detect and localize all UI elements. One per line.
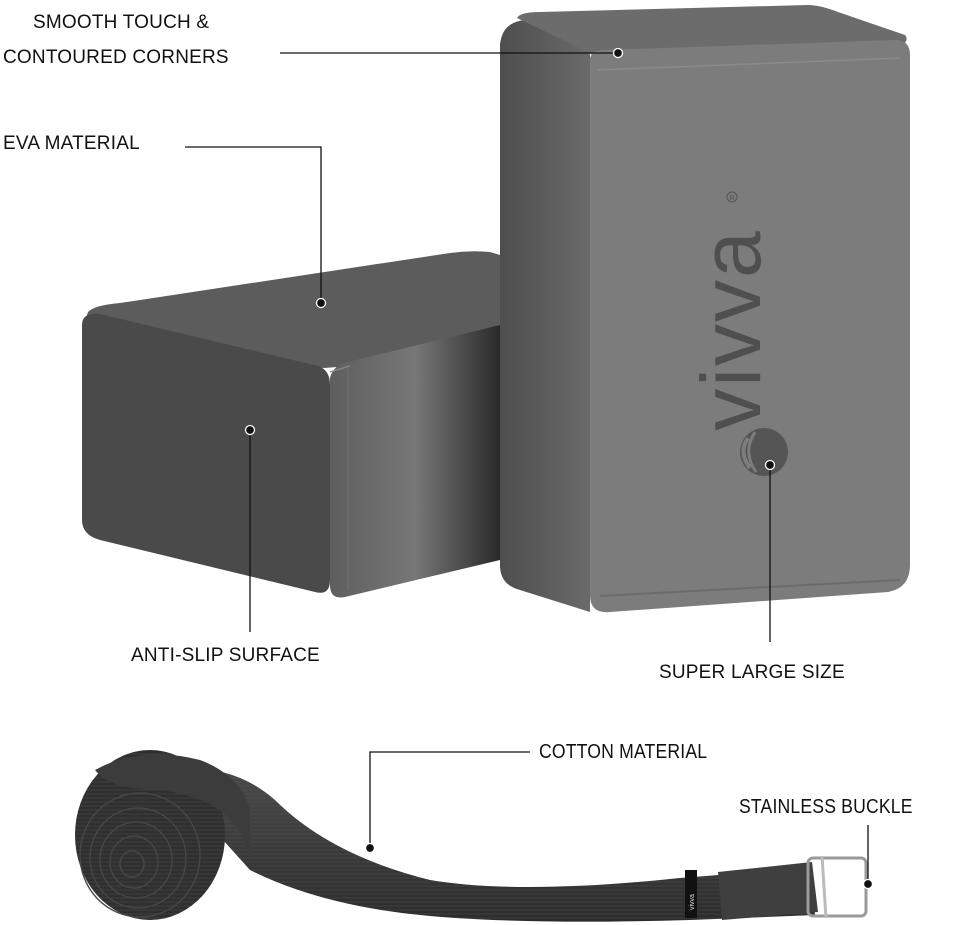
svg-text:vivva: vivva [684,229,778,430]
callout-cotton-material: COTTON MATERIAL [539,741,708,763]
svg-text:vivva: vivva [689,894,696,910]
marker-dot-icon [862,878,874,890]
swirl-logo-icon [740,428,788,476]
marker-dot-icon [315,297,327,309]
yoga-block-standing: vivva R [500,5,910,613]
callout-eva-material: EVA MATERIAL [3,133,140,154]
marker-dot-icon [364,842,376,854]
yoga-block-lying [82,251,500,598]
callout-anti-slip-surface: ANTI-SLIP SURFACE [131,645,320,666]
strap-brand-tag [685,870,697,918]
marker-dot-icon [612,47,624,59]
marker-dot-icon [244,424,256,436]
callout-smooth-touch-line1: SMOOTH TOUCH & [33,12,210,33]
callout-super-large-size: SUPER LARGE SIZE [659,662,845,683]
callout-markers [244,47,874,890]
callout-smooth-touch-line2: CONTOURED CORNERS [3,47,229,68]
marker-dot-icon [764,459,776,471]
svg-text:R: R [729,195,734,202]
yoga-strap: vivva [75,750,868,922]
callout-stainless-buckle: STAINLESS BUCKLE [739,796,913,818]
registered-mark-icon: R [726,191,738,203]
callout-lines [185,52,869,884]
vivva-logo: vivva [684,229,778,430]
